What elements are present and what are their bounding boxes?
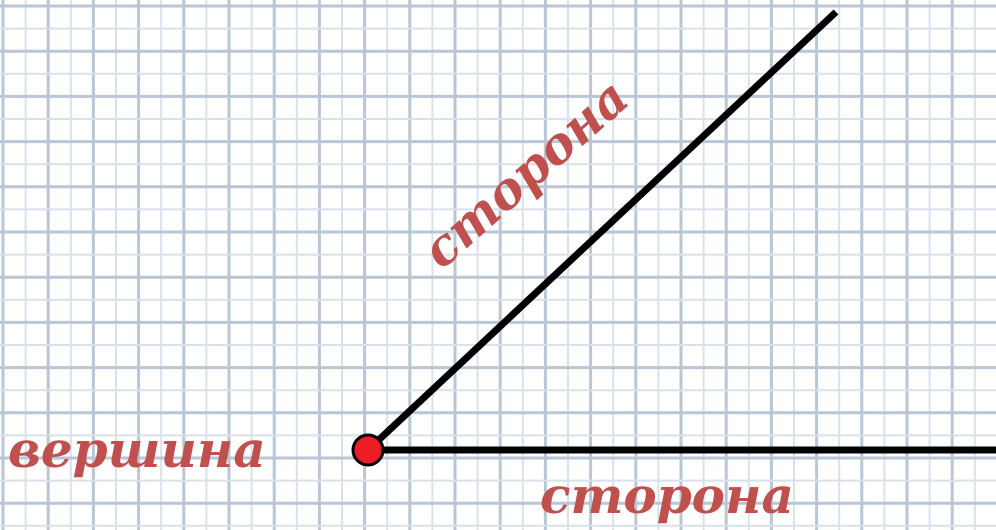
upper-ray (365, 9, 839, 453)
vertex-label: вершина (8, 420, 266, 479)
vertex-point (351, 433, 385, 467)
lower-side-label: сторона (540, 466, 794, 525)
